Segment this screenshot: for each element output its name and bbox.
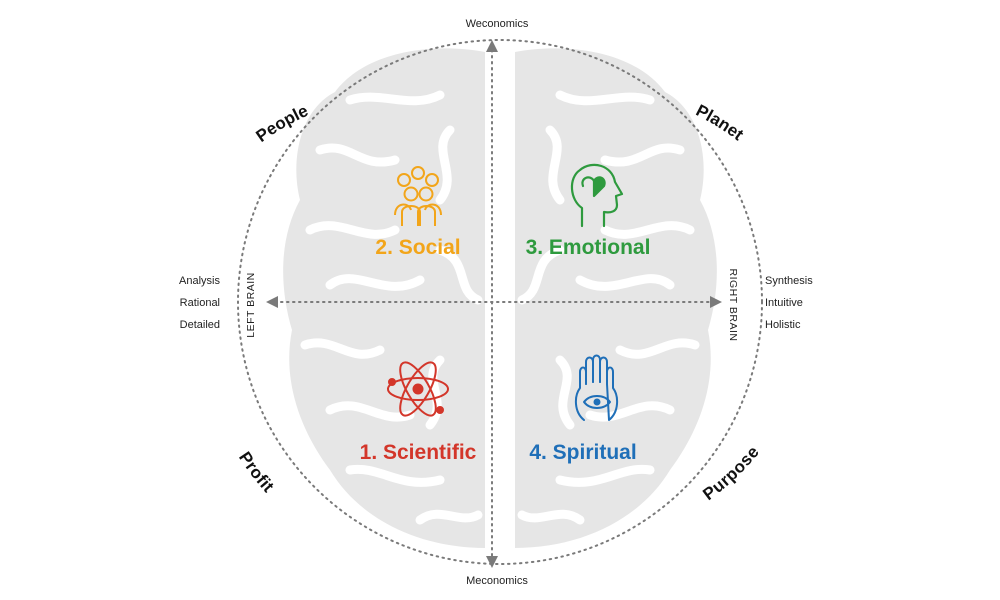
circle-label-purpose: Purpose bbox=[699, 443, 762, 504]
horizontal-axis bbox=[266, 296, 722, 308]
outer-dotted-circle bbox=[237, 39, 763, 565]
right-brain-label: RIGHT BRAIN bbox=[727, 269, 739, 342]
quadrant-label-spiritual: 4. Spiritual bbox=[529, 441, 636, 464]
bottom-axis-label: Meconomics bbox=[466, 575, 528, 587]
arrow-down-icon bbox=[486, 556, 498, 568]
brain-illustration bbox=[283, 48, 717, 549]
vertical-axis bbox=[486, 40, 498, 568]
left-traits-list: Analysis Rational Detailed bbox=[179, 275, 220, 331]
quadrant-label-scientific: 1. Scientific bbox=[360, 441, 477, 464]
right-trait: Holistic bbox=[765, 319, 801, 331]
circle-label-planet: Planet bbox=[693, 101, 747, 145]
arrow-up-icon bbox=[486, 40, 498, 52]
left-trait: Analysis bbox=[179, 275, 220, 287]
arrow-right-icon bbox=[710, 296, 722, 308]
right-trait: Intuitive bbox=[765, 297, 803, 309]
atom-icon bbox=[387, 361, 449, 417]
group-of-people-icon bbox=[394, 166, 442, 226]
right-hemisphere bbox=[515, 48, 717, 549]
hamsa-hand-eye-icon bbox=[574, 354, 619, 421]
quadrant-label-social: 2. Social bbox=[375, 236, 460, 259]
quadrant-label-emotional: 3. Emotional bbox=[526, 236, 651, 259]
arrow-left-icon bbox=[266, 296, 278, 308]
left-hemisphere bbox=[283, 48, 485, 549]
circle-label-profit: Profit bbox=[235, 448, 278, 496]
left-trait: Detailed bbox=[180, 319, 220, 331]
left-brain-label: LEFT BRAIN bbox=[245, 272, 257, 338]
head-with-heart-icon bbox=[570, 163, 624, 228]
left-trait: Rational bbox=[180, 297, 220, 309]
right-traits-list: Synthesis Intuitive Holistic bbox=[765, 275, 813, 331]
top-axis-label: Weconomics bbox=[466, 18, 529, 30]
right-trait: Synthesis bbox=[765, 275, 813, 287]
